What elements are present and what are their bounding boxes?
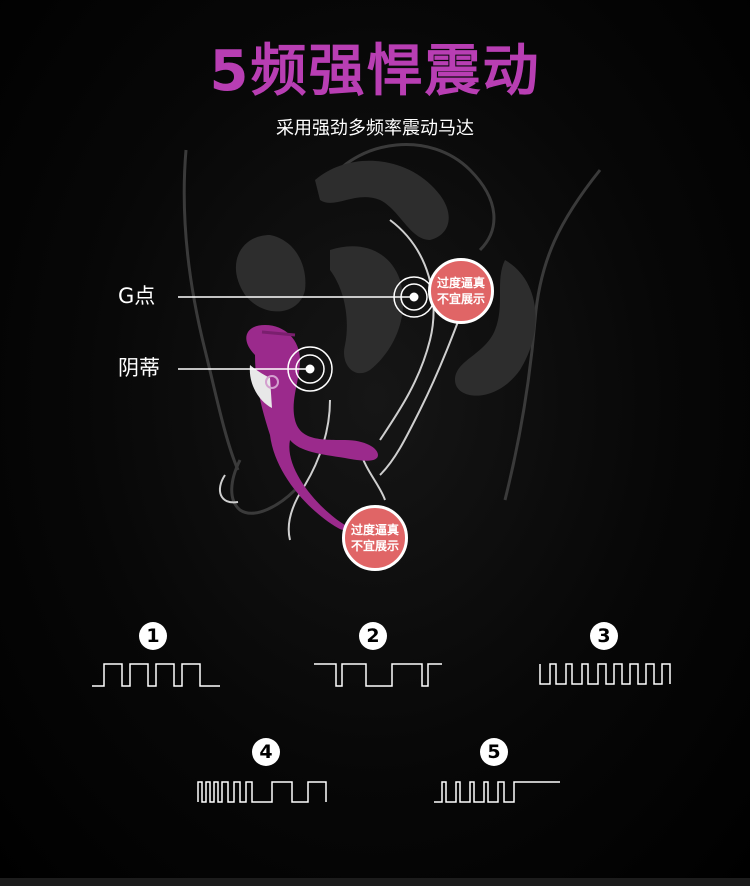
vibration-mode-1: 1 bbox=[92, 620, 222, 690]
g-spot-target-icon bbox=[393, 276, 435, 318]
mode-number-badge: 1 bbox=[139, 622, 167, 650]
clitoris-label: 阴蒂 bbox=[118, 356, 160, 380]
square-wave-icon bbox=[314, 663, 442, 687]
square-wave-icon bbox=[434, 781, 560, 803]
page-title: 5频强悍震动 bbox=[209, 39, 541, 104]
square-wave-icon bbox=[197, 781, 327, 803]
censor-badge-line2: 不宜展示 bbox=[436, 292, 485, 306]
square-wave-icon bbox=[539, 663, 671, 685]
anatomy-illustration bbox=[178, 143, 602, 541]
vibration-mode-3: 3 bbox=[538, 620, 672, 690]
censor-badge: 过度逼真 不宜展示 bbox=[428, 258, 494, 324]
g-spot-label: G点 bbox=[118, 284, 156, 308]
censor-badge-line1: 过度逼真 bbox=[350, 522, 399, 537]
page-subtitle: 采用强劲多频率震动马达 bbox=[276, 118, 474, 139]
square-wave-icon bbox=[92, 663, 220, 687]
censor-badge-line1: 过度逼真 bbox=[436, 275, 485, 290]
vibration-mode-2: 2 bbox=[314, 620, 444, 690]
mode-number-badge: 3 bbox=[590, 622, 618, 650]
clitoris-target-icon bbox=[287, 346, 333, 392]
vibration-mode-5: 5 bbox=[432, 736, 562, 806]
censor-badge: 过度逼真 不宜展示 bbox=[342, 505, 408, 571]
mode-number-badge: 4 bbox=[252, 738, 280, 766]
organ-shapes bbox=[235, 160, 536, 396]
footer-strip bbox=[0, 878, 750, 886]
vibration-mode-4: 4 bbox=[196, 736, 330, 806]
censor-badge-line2: 不宜展示 bbox=[350, 539, 399, 553]
device-illustration bbox=[246, 325, 378, 531]
mode-number-badge: 2 bbox=[359, 622, 387, 650]
mode-number-badge: 5 bbox=[480, 738, 508, 766]
